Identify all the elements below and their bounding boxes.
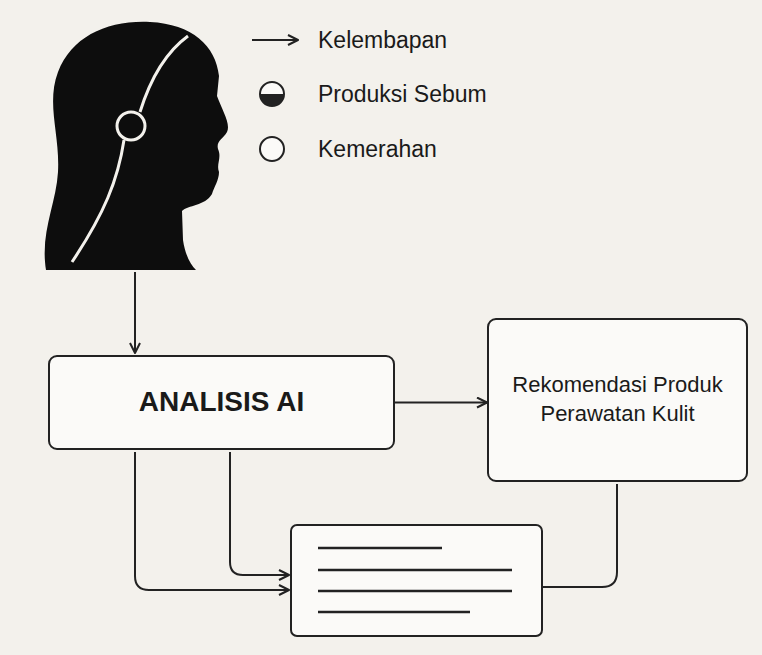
legend-label: Kemerahan [318, 133, 437, 165]
head-silhouette [45, 22, 228, 270]
legend-label: Produksi Sebum [318, 78, 487, 110]
box-label: Rekomendasi Produk Perawatan Kulit [503, 371, 732, 428]
hair-line [72, 36, 188, 262]
legend-label: Kelembapan [318, 24, 447, 56]
wire-to-document [135, 452, 289, 590]
flow-arrow [395, 402, 487, 404]
box-label: ANALISIS AI [139, 384, 304, 420]
document-lines [318, 548, 512, 612]
half-circle-symbol [260, 82, 284, 106]
process-box: ANALISIS AI [48, 355, 395, 450]
circle-symbol [260, 137, 284, 161]
arrow-symbol [252, 39, 298, 41]
wire-from-recommendation [543, 484, 617, 587]
report-document [291, 525, 542, 636]
input-arrow [134, 272, 136, 353]
output-box: Rekomendasi Produk Perawatan Kulit [487, 318, 748, 482]
wire-to-document [230, 452, 289, 575]
half-circle-fill [260, 94, 284, 106]
ear [117, 112, 145, 140]
